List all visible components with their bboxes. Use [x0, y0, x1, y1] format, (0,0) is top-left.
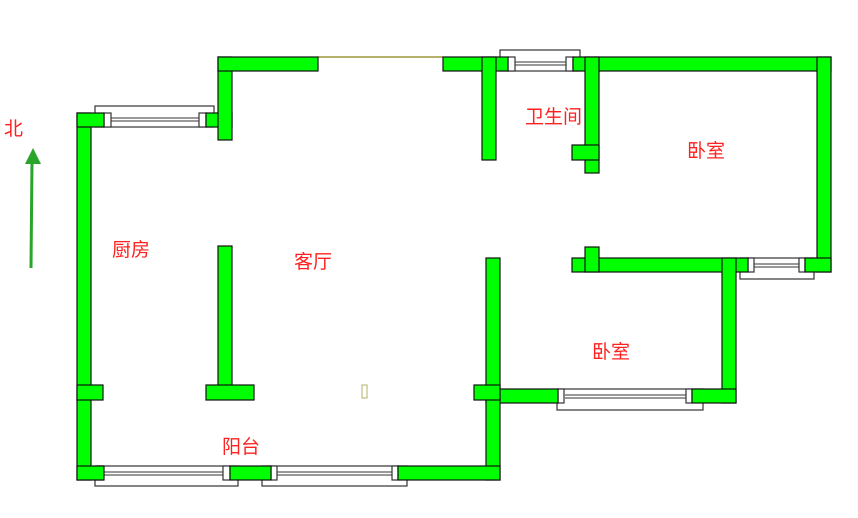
bedroom2-window — [556, 388, 704, 411]
room-label-balcony: 阳台 — [222, 436, 261, 458]
north-arrow-icon — [25, 148, 41, 269]
room-label-bedroom-1: 卧室 — [687, 140, 726, 162]
windows — [94, 49, 815, 487]
kitchen-window — [94, 105, 215, 128]
room-label-bedroom-2: 卧室 — [592, 341, 631, 363]
walls — [76, 56, 832, 481]
column-marker — [361, 384, 368, 399]
room-label-bathroom: 卫生间 — [525, 106, 583, 128]
room-label-living-room: 客厅 — [294, 251, 333, 273]
north-label: 北 — [4, 118, 24, 140]
balcony-window-2 — [261, 465, 408, 487]
balcony-window-1 — [94, 465, 239, 487]
room-label-kitchen: 厨房 — [112, 239, 151, 261]
